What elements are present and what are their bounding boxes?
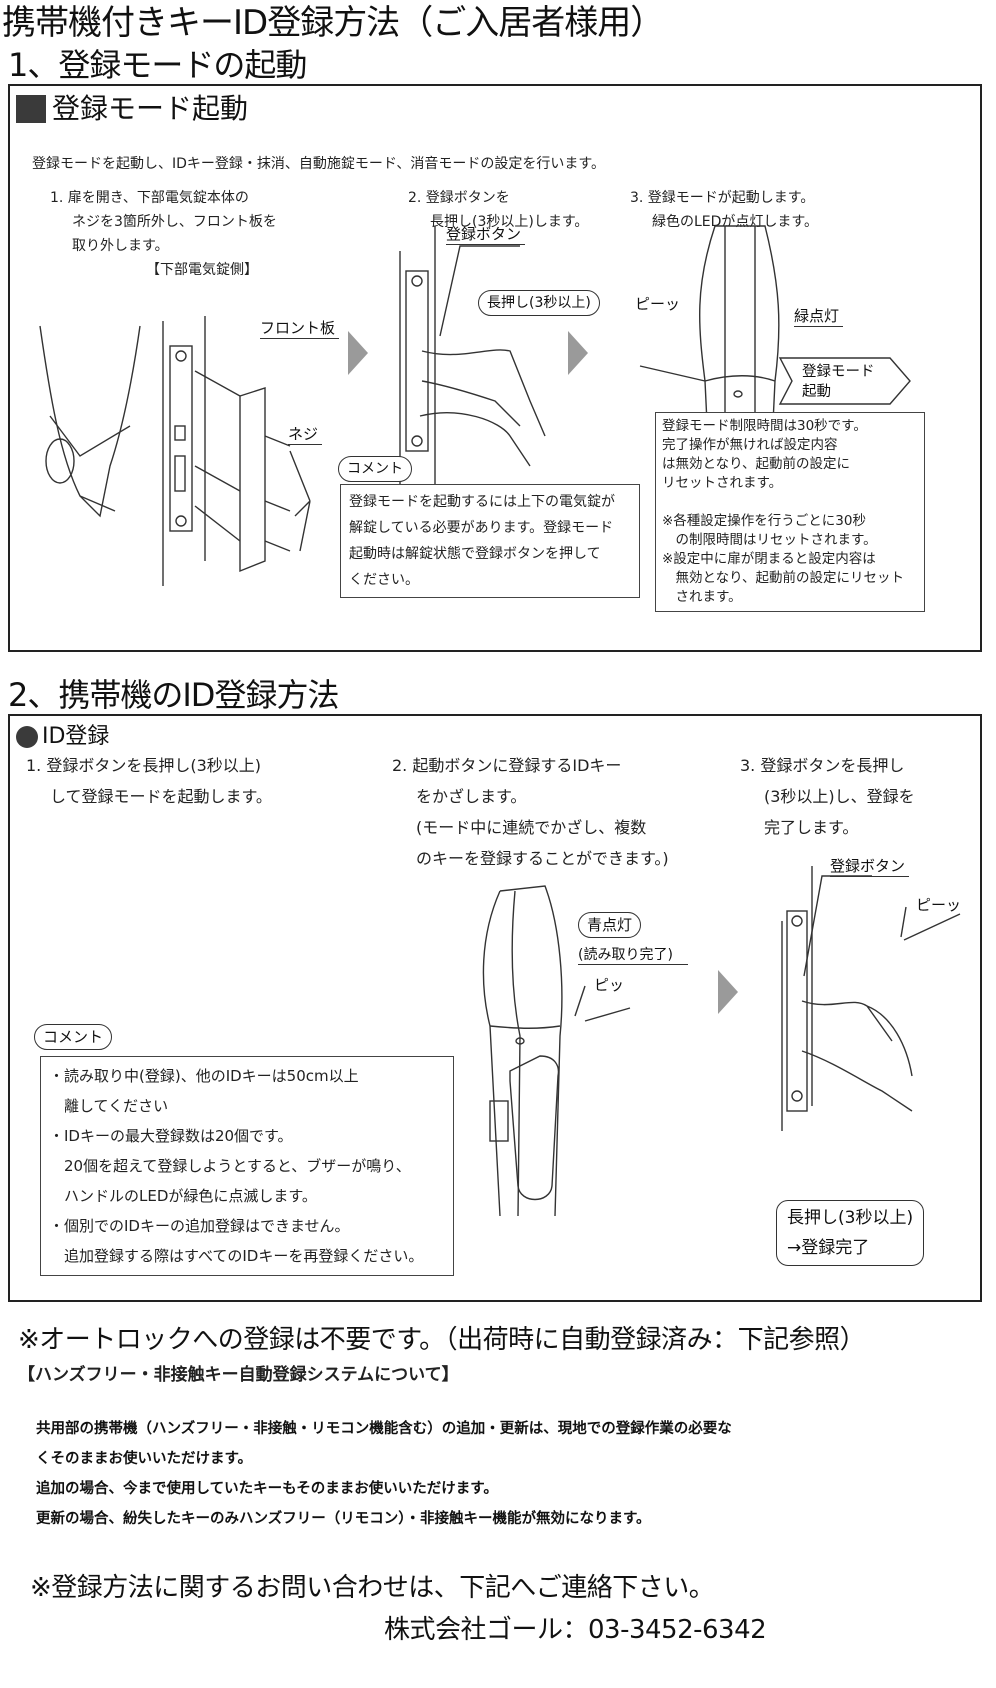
step-line: 2. 登録ボタンを bbox=[408, 190, 510, 206]
long-press-complete-label: 長押し(3秒以上) →登録完了 bbox=[776, 1200, 925, 1266]
section1-intro: 登録モードを起動し、IDキー登録・抹消、自動施錠モード、消音モードの設定を行いま… bbox=[32, 156, 605, 172]
long-press-line: 長押し(3秒以上) bbox=[787, 1208, 914, 1228]
next-step-arrow-icon bbox=[348, 331, 368, 375]
comment-line: ・個別でのIDキーの追加登録はできません。 bbox=[49, 1217, 350, 1235]
step-line: 2. 起動ボタンに登録するIDキー bbox=[392, 756, 622, 775]
mode-start-tag-shape bbox=[778, 357, 911, 405]
section2-comment-box: ・読み取り中(登録)、他のIDキーは50cm以上 離してください ・IDキーの最… bbox=[40, 1056, 454, 1276]
handle-key-fob-illustration bbox=[482, 885, 563, 1217]
step-line: (3秒以上)し、登録を bbox=[764, 787, 915, 806]
section1-step1: 1. 扉を開き、下部電気錠本体の ネジを3箇所外し、フロント板を 取り外します。… bbox=[50, 186, 277, 282]
step-line: 長押し(3秒以上)します。 bbox=[430, 214, 589, 230]
step-sublabel: 【下部電気錠側】 bbox=[146, 262, 258, 278]
section2-box: ID登録 1. 登録ボタンを長押し(3秒以上) して登録モードを起動します。 2… bbox=[8, 714, 982, 1302]
press-register-button-illustration bbox=[399, 226, 546, 556]
section2-box-title: ID登録 bbox=[16, 720, 109, 754]
sound-lines-icon bbox=[574, 985, 631, 1022]
system-line: 更新の場合、紛失したキーのみハンズフリー（リモコン）・非接触キー機能が無効になり… bbox=[36, 1511, 651, 1527]
system-line: くそのままお使いいただけます。 bbox=[36, 1451, 253, 1467]
comment-line: ・読み取り中(登録)、他のIDキーは50cm以上 bbox=[49, 1067, 359, 1085]
step-line: 緑色のLEDが点灯します。 bbox=[652, 214, 819, 230]
comment-line: 起動時は解錠状態で登録ボタンを押して bbox=[349, 546, 601, 562]
comment-line: 離してください bbox=[49, 1097, 169, 1115]
comment-line: ハンドルのLEDが緑色に点滅します。 bbox=[49, 1187, 317, 1205]
note-line: は無効となり、起動前の設定に bbox=[662, 456, 851, 472]
next-step-arrow-icon bbox=[568, 331, 588, 375]
contact-company: 株式会社ゴール：03-3452-6342 bbox=[384, 1615, 767, 1645]
step-line: 完了します。 bbox=[764, 818, 859, 837]
sound-lines-icon bbox=[900, 906, 961, 941]
section2-step2: 2. 起動ボタンに登録するIDキー をかざします。 (モード中に連続でかざし、複… bbox=[392, 750, 669, 874]
comment-line: ください。 bbox=[349, 572, 419, 588]
system-heading: 【ハンズフリー・非接触キー自動登録システムについて】 bbox=[18, 1365, 459, 1385]
section1-step3: 3. 登録モードが起動します。 緑色のLEDが点灯します。 bbox=[630, 186, 818, 234]
comment-line: 解錠している必要があります。登録モード bbox=[349, 520, 614, 536]
note-line: されます。 bbox=[662, 589, 742, 605]
system-line: 追加の場合、今まで使用していたキーもそのままお使いいただけます。 bbox=[36, 1481, 498, 1497]
filled-circle-icon bbox=[16, 726, 38, 748]
step-line: 3. 登録ボタンを長押し bbox=[740, 756, 905, 775]
mode-start-line: 登録モード bbox=[802, 364, 875, 380]
section1-box-title: 登録モード起動 bbox=[16, 92, 248, 126]
green-light-label: 緑点灯 bbox=[794, 306, 844, 327]
step-line: ネジを3箇所外し、フロント板を bbox=[72, 214, 277, 230]
step-line: のキーを登録することができます。) bbox=[416, 849, 669, 868]
autolock-note: ※オートロックへの登録は不要です。（出荷時に自動登録済み：下記参照） bbox=[18, 1325, 866, 1355]
comment-label: コメント bbox=[338, 456, 412, 482]
note-line: ※設定中に扉が閉まると設定内容は bbox=[662, 551, 876, 567]
long-press-label: 長押し(3秒以上) bbox=[478, 290, 600, 316]
section2-box-title-text: ID登録 bbox=[42, 724, 110, 749]
step-line: をかざします。 bbox=[416, 787, 527, 806]
register-button-label: 登録ボタン bbox=[446, 224, 526, 245]
section2-step1: 1. 登録ボタンを長押し(3秒以上) して登録モードを起動します。 bbox=[26, 750, 272, 812]
comment-line: 追加登録する際はすべてのIDキーを再登録ください。 bbox=[49, 1247, 424, 1265]
note-line: 登録モード制限時間は30秒です。 bbox=[662, 418, 867, 434]
section2-heading: 2、携帯機のID登録方法 bbox=[8, 676, 339, 714]
note-line: 完了操作が無ければ設定内容 bbox=[662, 437, 838, 453]
section1-comment-box: 登録モードを起動するには上下の電気錠が 解錠している必要があります。登録モード … bbox=[340, 484, 640, 598]
section1-heading: 1、登録モードの起動 bbox=[8, 46, 307, 84]
step-line: (モード中に連続でかざし、複数 bbox=[416, 818, 647, 837]
lock-front-plate-illustration bbox=[39, 316, 311, 586]
time-limit-note: 登録モード制限時間は30秒です。 完了操作が無ければ設定内容 は無効となり、起動… bbox=[655, 412, 925, 612]
comment-line: ・IDキーの最大登録数は20個です。 bbox=[49, 1127, 293, 1145]
comment-line: 登録モードを起動するには上下の電気錠が bbox=[349, 494, 615, 510]
register-button-label-2: 登録ボタン bbox=[830, 856, 910, 877]
long-press-line: →登録完了 bbox=[787, 1238, 870, 1258]
document-title: 携帯機付きキーID登録方法（ご入居者様用） bbox=[2, 3, 664, 43]
screws-label: ネジ bbox=[288, 424, 323, 445]
mode-start-label: 登録モード 起動 bbox=[802, 362, 875, 402]
filled-square-icon bbox=[16, 95, 46, 123]
pip-label: ピッ bbox=[594, 976, 625, 994]
note-line bbox=[662, 493, 918, 512]
step-line: 取り外します。 bbox=[72, 238, 169, 254]
step-line: して登録モードを起動します。 bbox=[50, 787, 272, 806]
system-line: 共用部の携帯機（ハンズフリー・非接触・リモコン機能含む）の追加・更新は、現地での… bbox=[36, 1421, 732, 1437]
contact-note: ※登録方法に関するお問い合わせは、下記へご連絡下さい。 bbox=[30, 1573, 715, 1603]
front-plate-label: フロント板 bbox=[260, 318, 340, 339]
note-line: の制限時間はリセットされます。 bbox=[662, 532, 877, 548]
comment-line: 20個を超えて登録しようとすると、ブザーが鳴り、 bbox=[49, 1157, 411, 1175]
note-line: ※各種設定操作を行うごとに30秒 bbox=[662, 513, 866, 529]
section1-box: 登録モード起動 登録モードを起動し、IDキー登録・抹消、自動施錠モード、消音モー… bbox=[8, 84, 982, 652]
section2-step3: 3. 登録ボタンを長押し (3秒以上)し、登録を 完了します。 bbox=[740, 750, 915, 843]
read-complete-label: (読み取り完了) bbox=[578, 944, 688, 965]
step-line: 3. 登録モードが起動します。 bbox=[630, 190, 815, 206]
mode-start-line: 起動 bbox=[802, 384, 831, 400]
step-line: 1. 扉を開き、下部電気錠本体の bbox=[50, 190, 249, 206]
beep-label: ピーッ bbox=[635, 295, 681, 313]
next-step-arrow-icon bbox=[718, 970, 738, 1014]
note-line: 無効となり、起動前の設定にリセット bbox=[662, 570, 905, 586]
system-description: 共用部の携帯機（ハンズフリー・非接触・リモコン機能含む）の追加・更新は、現地での… bbox=[36, 1414, 732, 1534]
note-line: リセットされます。 bbox=[662, 475, 783, 491]
section1-box-title-text: 登録モード起動 bbox=[52, 92, 249, 125]
beep-label-2: ピーッ bbox=[916, 896, 962, 914]
step-line: 1. 登録ボタンを長押し(3秒以上) bbox=[26, 756, 262, 775]
blue-light-label: 青点灯 bbox=[578, 912, 642, 938]
section1-step2: 2. 登録ボタンを 長押し(3秒以上)します。 bbox=[408, 186, 588, 234]
comment-label-2: コメント bbox=[34, 1024, 113, 1050]
